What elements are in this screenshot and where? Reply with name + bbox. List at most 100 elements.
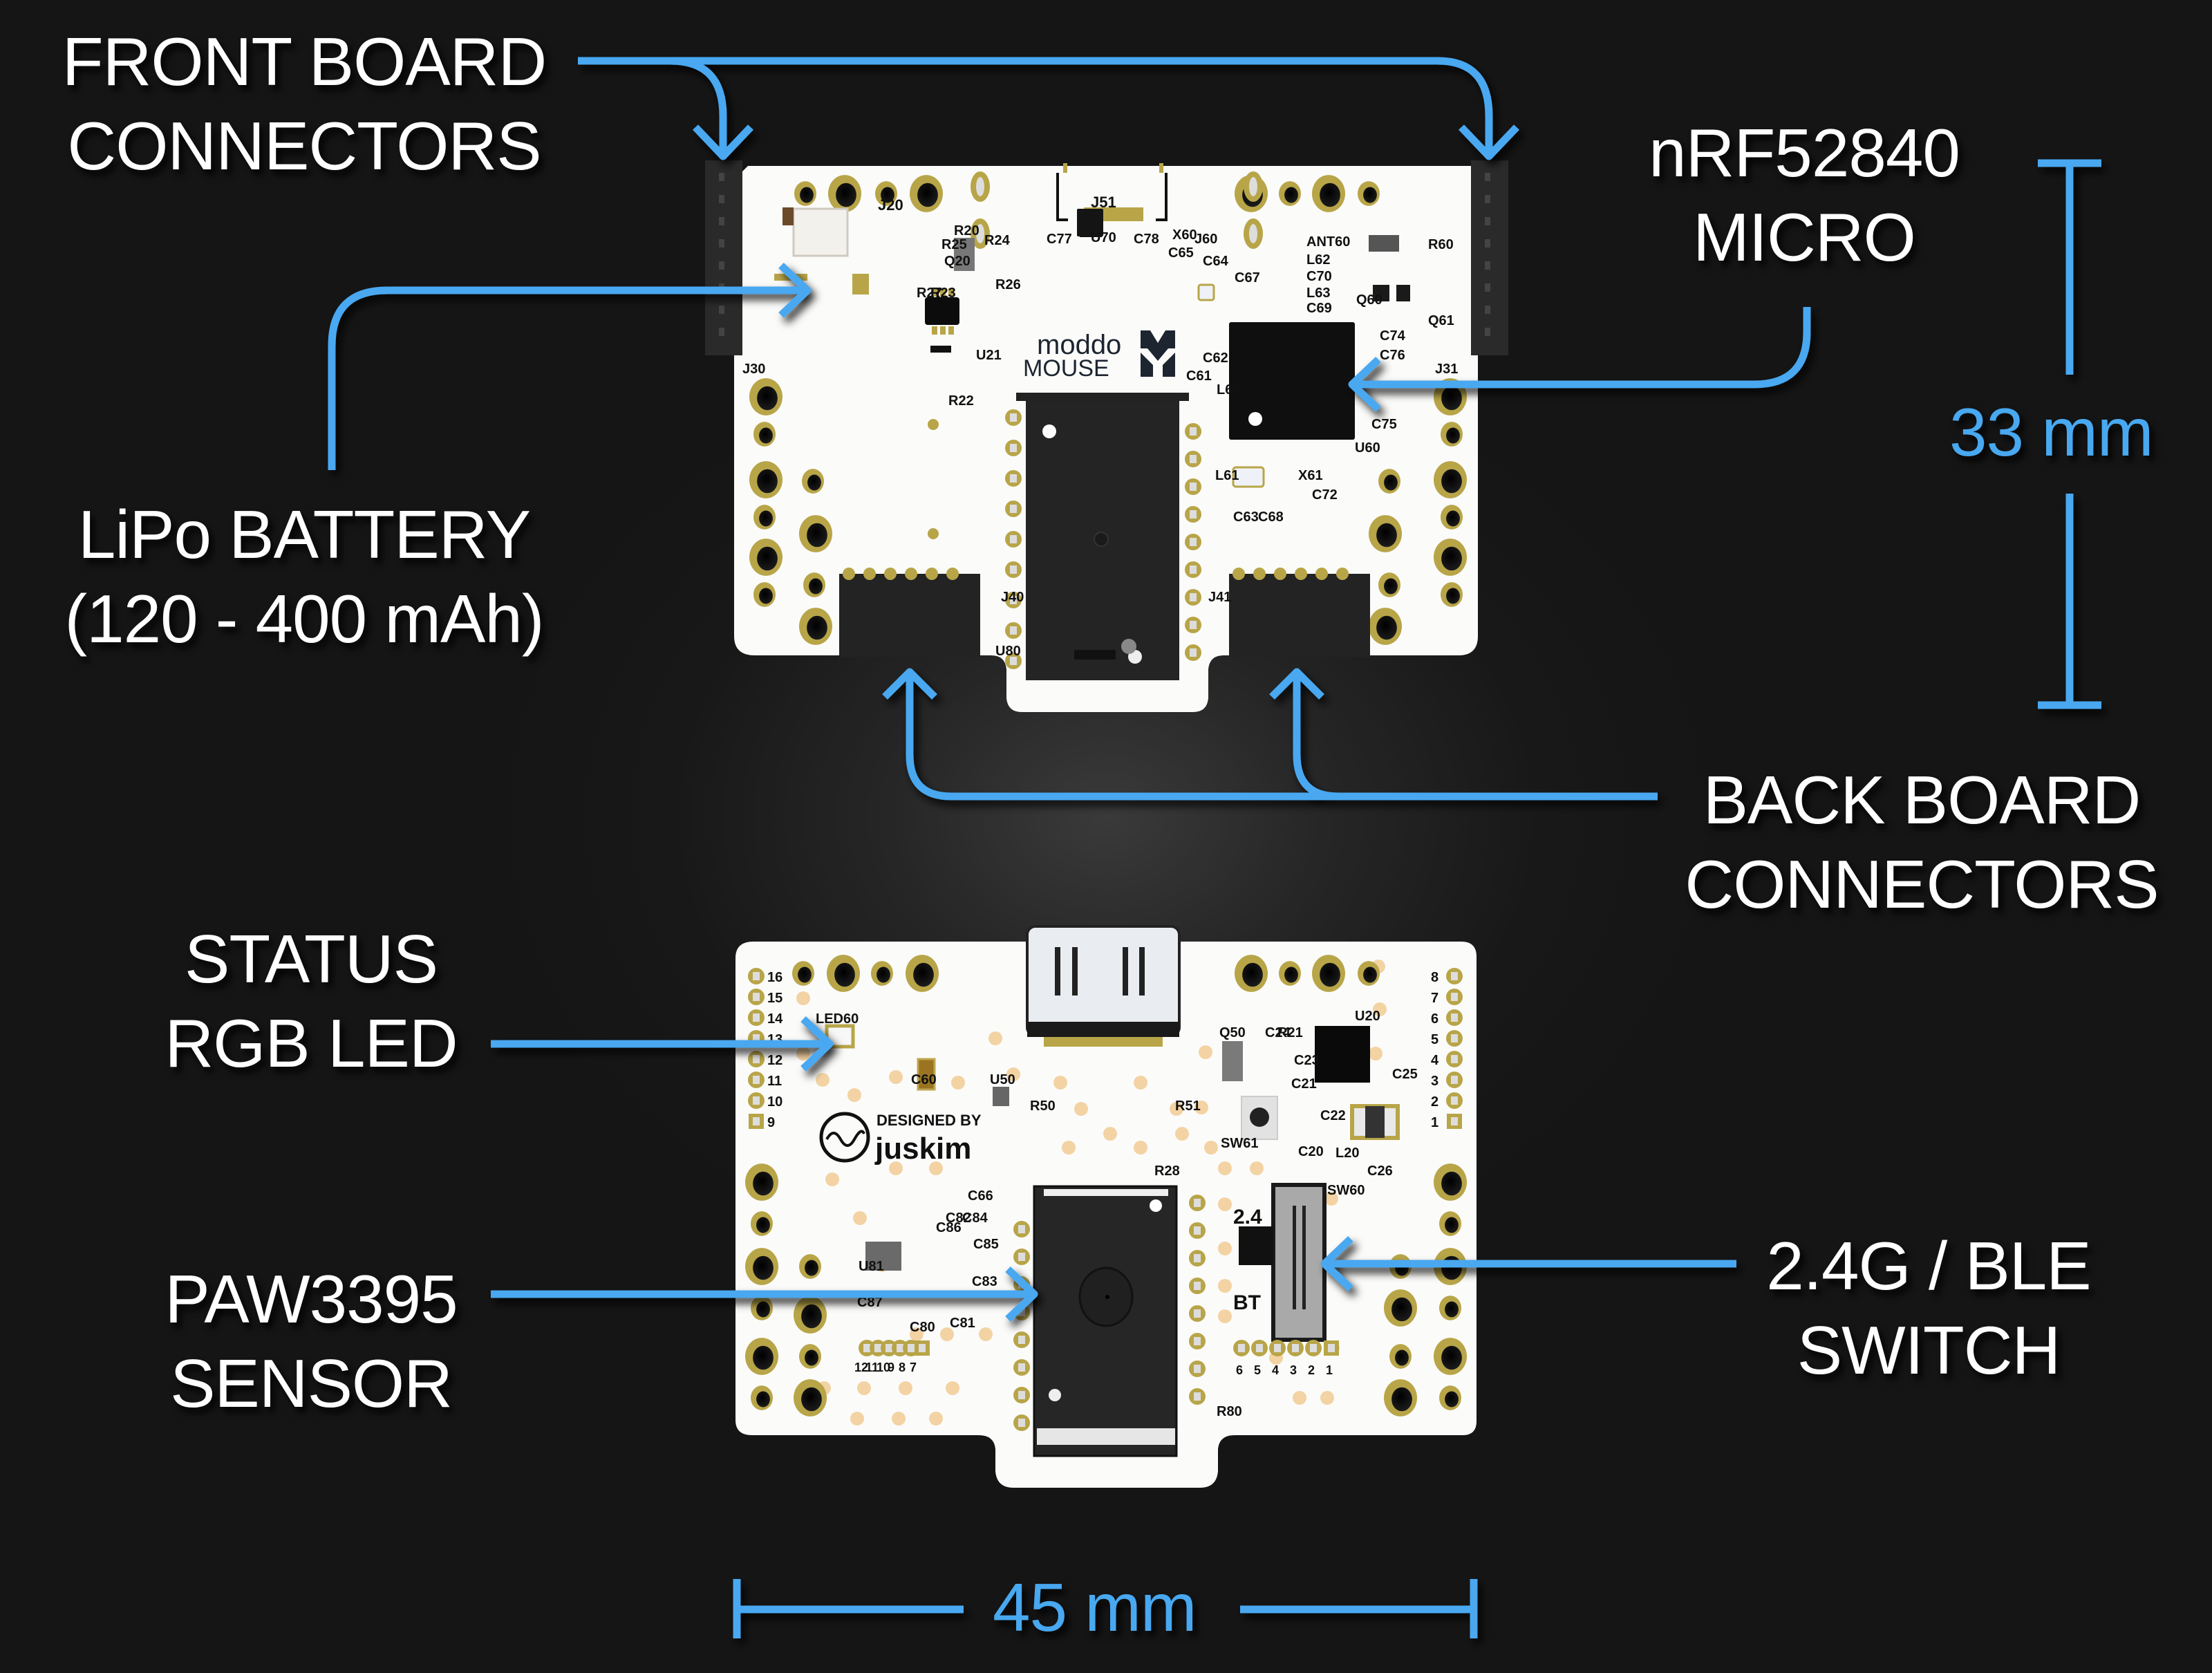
silk-x60: X60 <box>1172 227 1197 243</box>
silk-c70: C70 <box>1306 269 1332 284</box>
copper-dot <box>988 1031 1002 1045</box>
copper-dot <box>951 1076 965 1090</box>
silk-r23: R23 <box>930 286 956 301</box>
silk-j31: J31 <box>1435 362 1458 377</box>
silk-u20: U20 <box>1355 1009 1380 1024</box>
header-pin <box>1485 283 1490 292</box>
silk-c76: C76 <box>1380 348 1405 363</box>
label-front-board-connectors: FRONT BOARD CONNECTORS <box>62 24 547 184</box>
silk-1: 1 <box>1431 1115 1438 1130</box>
arrow-mode-switch <box>1320 1236 1736 1291</box>
copper-dot <box>910 1327 924 1341</box>
copper-dot <box>946 1381 959 1395</box>
silk-3: 3 <box>1290 1363 1297 1377</box>
paw3395-sensor <box>1033 1185 1178 1457</box>
copper-dot <box>796 991 810 1005</box>
connector-pin <box>1232 568 1245 580</box>
silk-q60: Q60 <box>1356 292 1382 308</box>
connector-pin <box>946 568 959 580</box>
silk-c66: C66 <box>968 1188 993 1204</box>
silk-c74: C74 <box>1380 328 1406 344</box>
silk-j60: J60 <box>1194 232 1217 247</box>
connector-pin <box>843 568 855 580</box>
label-status-rgb-led: STATUS RGB LED <box>165 921 458 1081</box>
j20-label: J20 <box>878 196 903 214</box>
silk-r25: R25 <box>941 237 967 252</box>
silk-3: 3 <box>1431 1074 1438 1089</box>
q50-chip <box>1222 1041 1243 1081</box>
logo-line2: MOUSE <box>1023 355 1109 382</box>
moddo-mouse-logo: moddo MOUSE <box>1023 330 1175 382</box>
silk-c87: C87 <box>857 1295 883 1310</box>
back-connector-j40 <box>839 568 980 657</box>
silk-c80: C80 <box>910 1320 935 1335</box>
silk-led60: LED60 <box>816 1011 859 1027</box>
copper-dot <box>796 1047 810 1060</box>
silk-5: 5 <box>1254 1363 1261 1377</box>
silk-c85: C85 <box>973 1237 999 1252</box>
copper-dot <box>1204 1141 1218 1155</box>
silk-c20: C20 <box>1298 1144 1324 1159</box>
silk-8: 8 <box>1431 970 1438 985</box>
silk-l62: L62 <box>1306 252 1330 268</box>
u21-chip <box>925 297 959 325</box>
silk-6: 6 <box>1236 1363 1243 1377</box>
silk-r60: R60 <box>1428 237 1454 252</box>
silk-q50: Q50 <box>1219 1025 1246 1040</box>
copper-dot <box>816 1073 830 1087</box>
arrow-lipo-battery <box>328 263 812 470</box>
header-pin <box>1485 239 1490 247</box>
copper-dot <box>1218 1242 1232 1255</box>
silk-16: 16 <box>767 970 782 985</box>
silk-1: 1 <box>1326 1363 1333 1377</box>
dimension-height-label: 33 mm <box>1949 394 2154 470</box>
silk-l61: L61 <box>1215 468 1239 483</box>
silk-c60: C60 <box>911 1072 937 1087</box>
u81-chip <box>865 1242 901 1271</box>
silk-ant60: ANT60 <box>1306 234 1350 250</box>
copper-dot <box>929 1161 943 1175</box>
silk-c86: C86 <box>936 1220 962 1235</box>
copper-dot <box>1134 1141 1147 1155</box>
silk-c61: C61 <box>1186 368 1212 384</box>
silk-c63: C63 <box>1233 510 1259 525</box>
silk-14: 14 <box>767 1011 783 1027</box>
connector-pin <box>1315 568 1328 580</box>
silk-c64: C64 <box>1203 254 1229 269</box>
copper-dot <box>1006 1067 1020 1081</box>
silk-r28: R28 <box>1154 1163 1180 1179</box>
copper-dot <box>1324 1192 1338 1206</box>
silk-l20: L20 <box>1335 1146 1359 1161</box>
silk-2: 2 <box>1431 1094 1438 1110</box>
copper-dot <box>889 1161 903 1175</box>
copper-dot <box>1194 1101 1208 1114</box>
silk-c78: C78 <box>1134 232 1159 247</box>
copper-dot <box>853 1211 867 1225</box>
silk-9: 9 <box>888 1361 894 1374</box>
copper-dot <box>1199 1045 1212 1059</box>
mounting-holes <box>749 175 1467 645</box>
header-pin <box>1485 261 1490 270</box>
header-pin <box>719 306 724 314</box>
label-lipo-battery: LiPo BATTERY (120 - 400 mAh) <box>64 496 544 657</box>
logo-line1: moddo <box>1037 330 1121 360</box>
silk-l60: L60 <box>1217 382 1240 398</box>
sw61-button <box>1241 1096 1278 1140</box>
copper-dot <box>1175 1127 1189 1141</box>
copper-dot <box>940 1327 954 1341</box>
silk-c62: C62 <box>1203 351 1228 366</box>
copper-dot <box>1218 1279 1232 1293</box>
arrow-paw3395 <box>491 1267 1038 1322</box>
silk-r22: R22 <box>948 393 974 409</box>
connector-pin <box>1295 568 1307 580</box>
silk-r27: R27 <box>917 286 942 301</box>
copper-dot <box>1218 1309 1232 1323</box>
copper-dot <box>1074 1102 1088 1116</box>
connector-pin <box>1336 568 1349 580</box>
copper-dot <box>899 1381 912 1395</box>
silk-u81: U81 <box>859 1259 884 1274</box>
copper-dot <box>1369 1047 1382 1060</box>
arrow-front-connectors <box>578 57 1519 160</box>
label-back-board-connectors: BACK BOARD CONNECTORS <box>1685 762 2159 922</box>
